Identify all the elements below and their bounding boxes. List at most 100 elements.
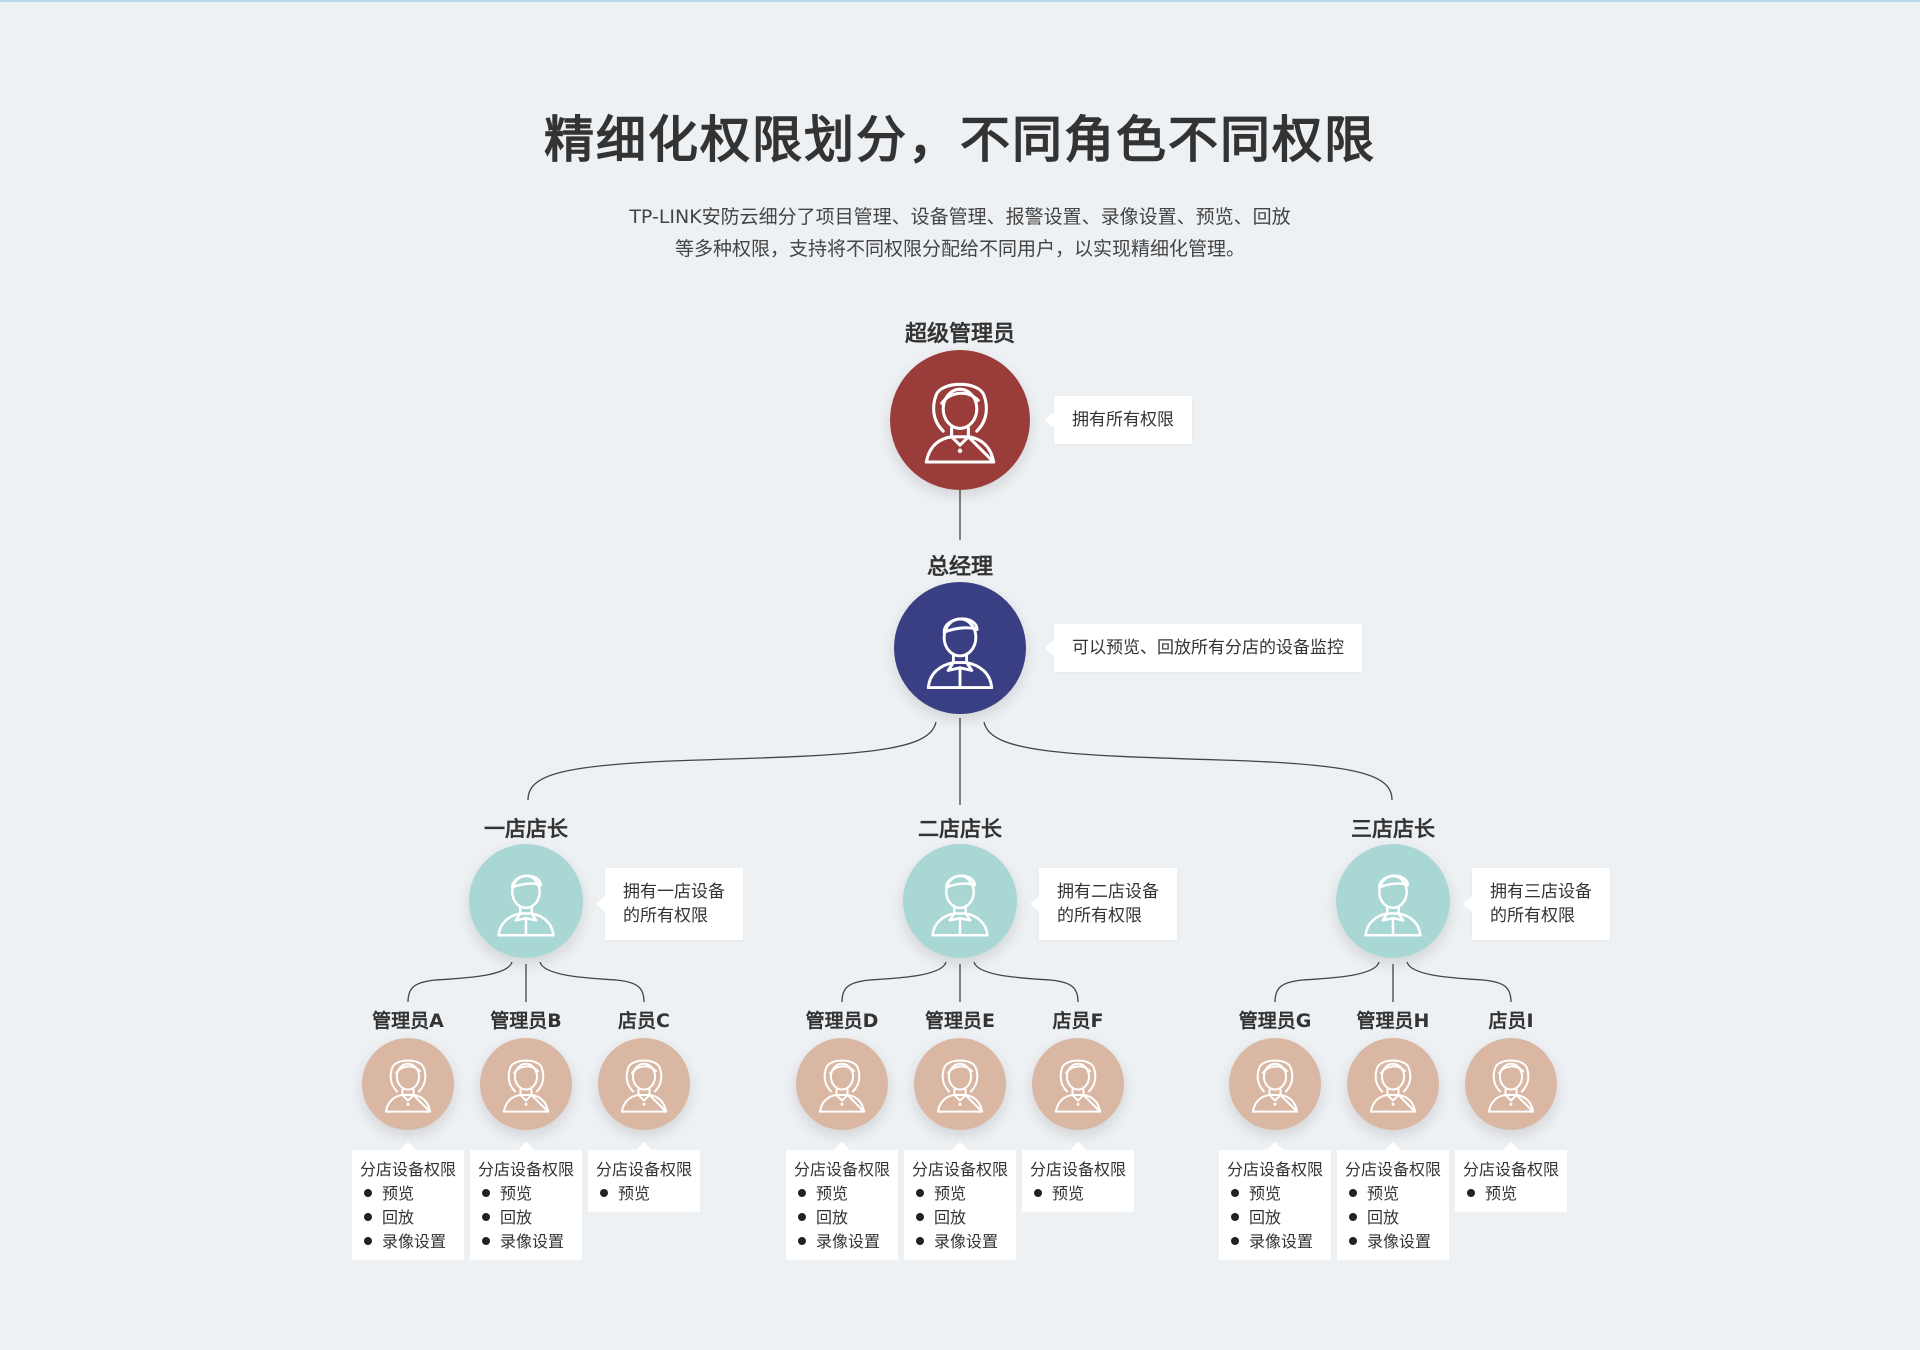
staff-1-0-label: 管理员D [805,1010,879,1032]
permission-item: 回放 [794,1206,890,1230]
top-accent-line [0,0,1920,2]
permission-label: 回放 [1367,1208,1400,1227]
staff-2-0-label: 管理员G [1238,1010,1312,1032]
permission-item: 预览 [912,1182,1008,1206]
bullet-icon [916,1212,924,1221]
store-manager-2-avatar [903,844,1017,958]
staff-2-1-label: 管理员H [1356,1010,1430,1032]
store-note-line-2: 的所有权限 [623,906,708,926]
permission-box: 分店设备权限预览 [588,1142,701,1212]
female-user-icon [1347,1038,1439,1130]
store-manager-3-avatar [1336,844,1450,958]
super-admin-label: 超级管理员 [904,322,1016,347]
general-manager-note: 可以预览、回放所有分店的设备监控 [1045,624,1362,672]
male-user-icon [1336,844,1450,958]
staff-0-0-avatar [362,1038,454,1130]
permission-label: 预览 [1485,1184,1518,1203]
store-note-line-1: 拥有一店设备 [623,882,725,902]
permission-item: 录像设置 [478,1230,574,1254]
page-title: 精细化权限划分，不同角色不同权限 [544,111,1376,169]
permission-label: 预览 [382,1184,415,1203]
permission-item: 录像设置 [912,1230,1008,1254]
permission-box: 分店设备权限预览 [1022,1142,1135,1212]
staff-0-0-label: 管理员A [372,1010,444,1032]
staff-1-1-avatar [914,1038,1006,1130]
store-manager-2-note: 拥有二店设备的所有权限 [1030,868,1177,940]
permission-label: 回放 [934,1208,967,1227]
permission-label: 录像设置 [382,1232,447,1251]
permission-item: 预览 [1227,1182,1323,1206]
permission-item: 预览 [1345,1182,1441,1206]
female-user-icon [914,1038,1006,1130]
staff-0-2-label: 店员C [618,1010,670,1032]
bullet-icon [916,1236,924,1245]
page-description-line-1: TP-LINK安防云细分了项目管理、设备管理、报警设置、录像设置、预览、回放 [629,206,1291,228]
bullet-icon [482,1188,490,1197]
staff-1-2-avatar [1032,1038,1124,1130]
permission-label: 录像设置 [1367,1232,1432,1251]
female-user-icon [362,1038,454,1130]
staff-2-2-label: 店员I [1488,1010,1534,1032]
permission-item: 回放 [912,1206,1008,1230]
permission-label: 预览 [500,1184,533,1203]
permission-label: 预览 [934,1184,967,1203]
female-user-icon [598,1038,690,1130]
permission-title: 分店设备权限 [360,1160,457,1179]
permission-item: 预览 [360,1182,456,1206]
bullet-icon [1034,1188,1042,1197]
permission-title: 分店设备权限 [596,1160,693,1179]
permission-box: 分店设备权限预览回放录像设置 [786,1142,899,1260]
bullet-icon [1349,1212,1357,1221]
female-user-icon [1229,1038,1321,1130]
permission-title: 分店设备权限 [1227,1160,1324,1179]
staff-2-0-avatar [1229,1038,1321,1130]
permission-label: 回放 [816,1208,849,1227]
permission-item: 回放 [1345,1206,1441,1230]
store-manager-1-note: 拥有一店设备的所有权限 [596,868,743,940]
female-user-icon [1032,1038,1124,1130]
permission-item: 回放 [478,1206,574,1230]
bullet-icon [1231,1188,1239,1197]
bullet-icon [916,1188,924,1197]
staff-2-1-avatar [1347,1038,1439,1130]
permission-label: 预览 [1052,1184,1085,1203]
connector-line [539,961,645,1003]
male-user-icon [469,844,583,958]
staff-0-1-label: 管理员B [490,1010,562,1032]
store-note-line-2: 的所有权限 [1057,906,1142,926]
permission-item: 预览 [596,1182,692,1206]
permission-title: 分店设备权限 [478,1160,575,1179]
connector-line [1406,961,1512,1003]
connector-line [841,961,947,1003]
store-manager-2-label: 二店店长 [918,817,1002,841]
super-admin-avatar [890,350,1030,490]
page-description-line-2: 等多种权限，支持将不同权限分配给不同用户，以实现精细化管理。 [674,238,1245,260]
permission-label: 预览 [1249,1184,1282,1203]
male-user-icon [894,582,1026,714]
general-manager-label: 总经理 [926,555,994,580]
staff-0-1-avatar [480,1038,572,1130]
staff-2-2-avatar [1465,1038,1557,1130]
permission-item: 预览 [1030,1182,1126,1206]
staff-1-1-label: 管理员E [925,1010,995,1032]
permission-item: 预览 [794,1182,890,1206]
permission-title: 分店设备权限 [912,1160,1009,1179]
connector-line [527,721,937,801]
bullet-icon [1231,1236,1239,1245]
connector-line [1274,961,1380,1003]
permission-label: 录像设置 [934,1232,999,1251]
store-note-line-1: 拥有三店设备 [1490,882,1592,902]
permission-label: 回放 [500,1208,533,1227]
bullet-icon [600,1188,608,1197]
permission-title: 分店设备权限 [1345,1160,1442,1179]
super-admin-note: 拥有所有权限 [1045,396,1192,444]
permission-label: 录像设置 [1249,1232,1314,1251]
bullet-icon [798,1236,806,1245]
connector-line [407,961,513,1003]
permission-item: 录像设置 [1345,1230,1441,1254]
staff-1-2-label: 店员F [1052,1010,1104,1032]
bullet-icon [364,1212,372,1221]
permission-label: 预览 [816,1184,849,1203]
female-user-icon [890,350,1030,490]
